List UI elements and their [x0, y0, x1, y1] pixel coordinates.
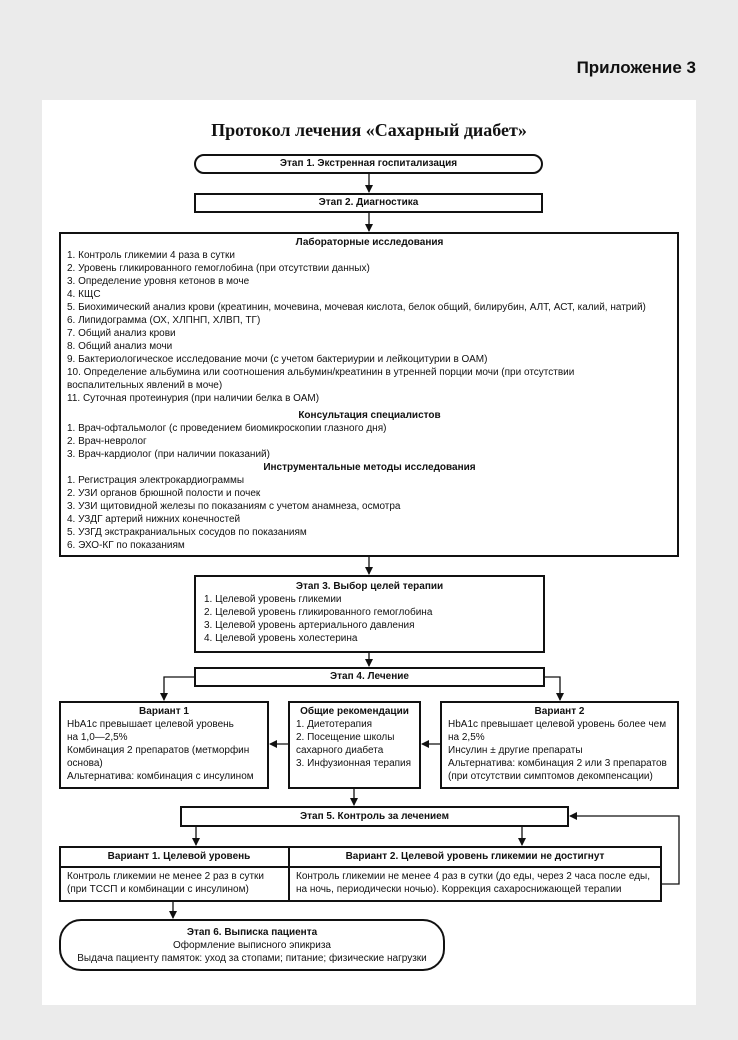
- list-item: 2. Посещение школы: [296, 732, 395, 743]
- list-item: 10. Определение альбумина или соотношени…: [67, 367, 575, 378]
- stage6-box: Этап 6. Выписка пациента Оформление выпи…: [59, 919, 445, 971]
- list-item: 2. Целевой уровень гликированного гемогл…: [204, 607, 433, 618]
- stage3-title: Этап 3. Выбор целей терапии: [295, 581, 444, 592]
- list-item: на 2,5%: [448, 732, 485, 743]
- list-item: 11. Суточная протеинурия (при наличии бе…: [67, 393, 320, 404]
- list-item: на 1,0—2,5%: [67, 732, 128, 743]
- list-item: 9. Бактериологическое исследование мочи …: [67, 354, 488, 365]
- list-item: воспалительных явлений в моче): [67, 380, 223, 391]
- list-item: 4. Целевой уровень холестерина: [204, 633, 358, 644]
- control1-title: Вариант 1. Целевой уровень: [107, 851, 251, 862]
- list-item: 6. ЭХО-КГ по показаниям: [67, 540, 185, 551]
- list-item: Комбинация 2 препаратов (метморфин: [67, 745, 250, 756]
- list-item: 2. Врач-невролог: [67, 436, 147, 447]
- control1-list: Контроль гликемии не менее 2 раз в сутки…: [67, 870, 291, 896]
- arrow-stage4-variant2: [545, 676, 564, 701]
- list-item: 5. УЗГД экстракраниальных сосудов по пок…: [67, 527, 307, 538]
- instr-section-title: Инструментальные методы исследования: [263, 462, 476, 473]
- list-item: HbA1c превышает целевой уровень более че…: [448, 719, 667, 730]
- stage6-line: Выдача пациенту памяток: уход за стопами…: [77, 953, 427, 964]
- stage4-label: Этап 4. Лечение: [330, 671, 409, 682]
- stage6-title: Этап 6. Выписка пациента: [186, 927, 318, 938]
- variant2-box: Вариант 2 HbA1c превышает целевой уровен…: [440, 701, 679, 789]
- diagnostics-box: Лабораторные исследования 1. Контроль гл…: [59, 232, 679, 557]
- list-item: 3. Определение уровня кетонов в моче: [67, 276, 250, 287]
- variant1-title: Вариант 1: [139, 706, 189, 717]
- stage1-box: Этап 1. Экстренная госпитализация: [194, 154, 543, 174]
- list-item: Контроль гликемии не менее 2 раз в сутки: [67, 871, 265, 882]
- control2-list: Контроль гликемии не менее 4 раз в сутки…: [296, 870, 654, 896]
- stage5-box: Этап 5. Контроль за лечением: [180, 806, 569, 827]
- list-item: 2. УЗИ органов брюшной полости и почек: [67, 488, 261, 499]
- arrow-stage4-variant1: [160, 676, 194, 701]
- lab-list: 1. Контроль гликемии 4 раза в сутки 2. У…: [67, 249, 672, 405]
- list-item: 3. Врач-кардиолог (при наличии показаний…: [67, 449, 270, 460]
- stage3-box: Этап 3. Выбор целей терапии 1. Целевой у…: [194, 575, 545, 653]
- list-item: 6. Липидограмма (ОХ, ХЛПНП, ХЛВП, ТГ): [67, 315, 261, 326]
- list-item: на ночь, периодически ночью). Коррекция …: [296, 884, 622, 895]
- stage1-label: Этап 1. Экстренная госпитализация: [279, 158, 458, 169]
- general-recommendations-box: Общие рекомендации 1. Диетотерапия 2. По…: [288, 701, 421, 789]
- list-item: 2. Уровень гликированного гемоглобина (п…: [67, 263, 370, 274]
- list-item: 1. Регистрация электрокардиограммы: [67, 475, 245, 486]
- list-item: Инсулин ± другие препараты: [448, 745, 583, 756]
- list-item: Альтернатива: комбинация 2 или 3 препара…: [448, 758, 667, 769]
- list-item: 1. Целевой уровень гликемии: [204, 594, 342, 605]
- lab-section-title: Лабораторные исследования: [295, 237, 444, 248]
- list-item: 8. Общий анализ мочи: [67, 341, 173, 352]
- variant2-title: Вариант 2: [534, 706, 585, 717]
- list-item: 3. Целевой уровень артериального давлени…: [204, 620, 415, 631]
- list-item: 4. УЗДГ артерий нижних конечностей: [67, 514, 241, 525]
- list-item: 7. Общий анализ крови: [67, 328, 176, 339]
- list-item: (при отсутствии симптомов декомпенсации): [448, 771, 653, 782]
- protocol-title: Протокол лечения «Сахарный диабет»: [211, 120, 527, 140]
- consult-list: 1. Врач-офтальмолог (с проведением биоми…: [67, 422, 672, 461]
- control2-header-box: Вариант 2. Целевой уровень гликемии не д…: [288, 846, 662, 868]
- stage2-label: Этап 2. Диагностика: [318, 197, 419, 208]
- stage4-box: Этап 4. Лечение: [194, 667, 545, 687]
- control1-body-box: Контроль гликемии не менее 2 раз в сутки…: [59, 866, 299, 902]
- stage5-label: Этап 5. Контроль за лечением: [300, 811, 449, 822]
- control2-title: Вариант 2. Целевой уровень гликемии не д…: [345, 851, 605, 862]
- list-item: основа): [67, 758, 103, 769]
- instr-list: 1. Регистрация электрокардиограммы 2. УЗ…: [67, 474, 672, 552]
- list-item: 3. Инфузионная терапия: [296, 758, 412, 769]
- list-item: сахарного диабета: [296, 745, 384, 756]
- variant1-list: HbA1c превышает целевой уровень на 1,0—2…: [67, 718, 261, 783]
- variant2-list: HbA1c превышает целевой уровень более че…: [448, 718, 671, 783]
- list-item: Альтернатива: комбинация с инсулином: [67, 771, 254, 782]
- general-title: Общие рекомендации: [300, 706, 409, 717]
- list-item: 5. Биохимический анализ крови (креатинин…: [67, 302, 646, 313]
- list-item: 1. Диетотерапия: [296, 719, 373, 730]
- general-list: 1. Диетотерапия 2. Посещение школы сахар…: [296, 718, 413, 770]
- variant1-box: Вариант 1 HbA1c превышает целевой уровен…: [59, 701, 269, 789]
- list-item: Контроль гликемии не менее 4 раз в сутки…: [296, 871, 650, 882]
- control1-header-box: Вариант 1. Целевой уровень: [59, 846, 299, 868]
- stage2-box: Этап 2. Диагностика: [194, 193, 543, 213]
- stage3-list: 1. Целевой уровень гликемии 2. Целевой у…: [204, 593, 535, 645]
- list-item: (при ТССП и комбинации с инсулином): [67, 884, 249, 895]
- list-item: 4. КЩС: [67, 289, 101, 300]
- list-item: 1. Врач-офтальмолог (с проведением биоми…: [67, 423, 387, 434]
- control2-body-box: Контроль гликемии не менее 4 раз в сутки…: [288, 866, 662, 902]
- list-item: 1. Контроль гликемии 4 раза в сутки: [67, 250, 235, 261]
- list-item: 3. УЗИ щитовидной железы по показаниям с…: [67, 501, 401, 512]
- list-item: HbA1c превышает целевой уровень: [67, 719, 234, 730]
- stage6-line: Оформление выписного эпикриза: [173, 940, 331, 951]
- appendix-label: Приложение 3: [576, 58, 696, 77]
- consult-section-title: Консультация специалистов: [298, 410, 441, 421]
- protocol-page: Протокол лечения «Сахарный диабет» Этап …: [42, 100, 696, 1005]
